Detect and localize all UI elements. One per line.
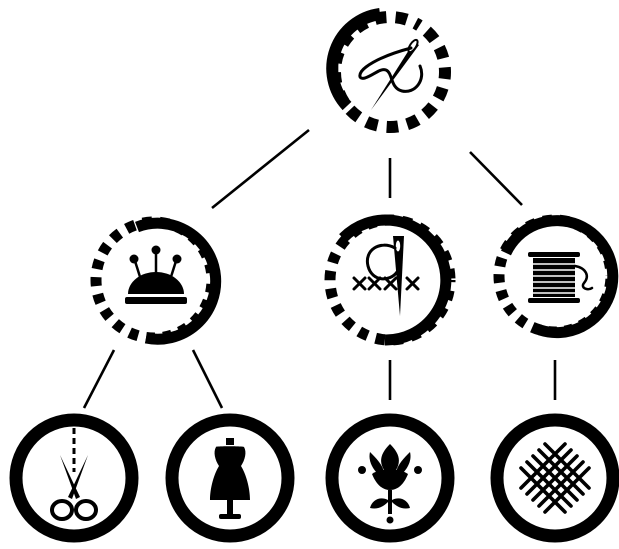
cross-stitch-ring-dashes xyxy=(324,214,456,346)
cutting-node xyxy=(9,413,139,543)
mesh-canvas-icon xyxy=(519,442,591,514)
thread-spool-icon xyxy=(528,252,594,303)
thread-spool-ring-dashes xyxy=(493,214,617,338)
scissors-cut-line-icon xyxy=(50,428,98,521)
thread-spool-node xyxy=(493,214,619,339)
floral-embroidery-icon xyxy=(358,444,422,524)
connector-lines xyxy=(82,128,557,409)
root-ring-dashes xyxy=(329,11,451,133)
cross-stitch-node xyxy=(324,214,456,346)
pincushion-icon xyxy=(125,245,187,304)
pincushion-node xyxy=(90,216,222,345)
cross-stitch-needle-icon xyxy=(352,236,420,316)
edge-root-pincushion xyxy=(211,128,310,210)
mesh-node xyxy=(490,413,619,543)
edge-pincushion-tailoring xyxy=(191,349,224,409)
edge-pincushion-cutting xyxy=(82,349,116,409)
dress-form-icon xyxy=(210,438,250,519)
root-node xyxy=(326,8,451,133)
edge-root-thread-spool xyxy=(469,151,523,206)
embroidery-node xyxy=(325,413,455,543)
pincushion-ring-dashes xyxy=(90,216,218,344)
needle-thread-icon xyxy=(358,38,424,110)
tailoring-node xyxy=(165,413,295,543)
